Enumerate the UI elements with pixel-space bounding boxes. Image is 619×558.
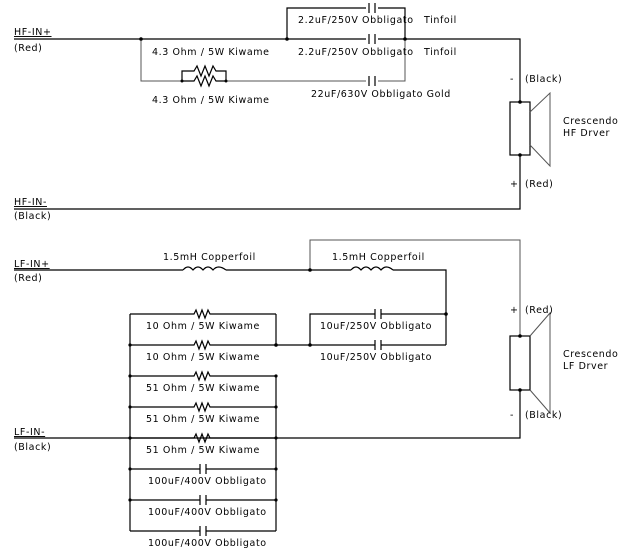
r1-r2-parallel-resistors	[181, 64, 227, 88]
lf-section: 10 Ohm / 5W Kiwame 10 Ohm / 5W Kiwame 51 O…	[14, 239, 618, 549]
junction-dot	[274, 405, 278, 409]
junction-dot	[274, 374, 278, 378]
lf-in-plus-color: (Red)	[14, 273, 42, 284]
c4-label: 10uF/250V Obbligato	[320, 321, 432, 332]
c5-label: 10uF/250V Obbligato	[320, 352, 432, 363]
c1-capacitor	[368, 3, 376, 13]
junction-dot	[444, 312, 448, 316]
hf-plus-wire	[14, 38, 521, 102]
junction-dot	[139, 37, 143, 41]
lf-driver-feed-wire	[309, 239, 521, 336]
lf-plus-sign: +	[510, 305, 519, 316]
hf-plus-note: (Red)	[525, 179, 553, 190]
junction-dot	[308, 268, 312, 272]
junction-dot	[274, 467, 278, 471]
hf-section: HF-IN+ (Red) HF-IN- (Black) 2.2uF/250V O…	[14, 3, 618, 222]
l1-inductor	[182, 266, 227, 271]
lf-driver-name: Crescendo	[563, 349, 618, 360]
junction-dot	[128, 498, 132, 502]
r4-label: 10 Ohm / 5W Kiwame	[146, 352, 260, 363]
r-branch-wire	[140, 39, 406, 82]
c7-capacitor: 100uF/400V Obbligato	[128, 495, 278, 518]
hf-driver-symbol	[509, 91, 551, 168]
junction-dot	[128, 374, 132, 378]
hf-minus-sign: -	[510, 74, 514, 85]
hf-minus-note: (Black)	[525, 74, 562, 85]
lf-minus-note: (Black)	[525, 410, 562, 421]
c5-capacitor	[374, 340, 382, 350]
lf-driver-type: LF Drver	[563, 361, 608, 372]
lf-plus-note: (Red)	[525, 305, 553, 316]
c4-c5-wire	[276, 313, 446, 346]
c1-note: Tinfoil	[423, 15, 457, 26]
hf-minus-wire	[14, 155, 521, 210]
junction-dot	[128, 405, 132, 409]
c7-label: 100uF/400V Obbligato	[148, 507, 267, 518]
c2-note: Tinfoil	[423, 47, 457, 58]
r7-label: 51 Ohm / 5W Kiwame	[146, 445, 260, 456]
c1-label: 2.2uF/250V Obbligato	[298, 15, 414, 26]
l1-label: 1.5mH Copperfoil	[163, 252, 256, 263]
lf-in-minus-label: LF-IN-	[14, 427, 45, 438]
r5-resistor: 51 Ohm / 5W Kiwame	[128, 370, 278, 394]
hf-driver-type: HF Drver	[563, 128, 610, 139]
c2-capacitor	[368, 34, 376, 44]
hf-in-plus-color: (Red)	[14, 43, 42, 54]
junction-dot	[308, 343, 312, 347]
r6-label: 51 Ohm / 5W Kiwame	[146, 414, 260, 425]
lf-in-minus-color: (Black)	[14, 442, 51, 453]
junction-dot	[224, 79, 228, 83]
hf-driver-name: Crescendo	[563, 116, 618, 127]
c6-capacitor: 100uF/400V Obbligato	[128, 464, 278, 487]
c3-capacitor	[368, 76, 376, 86]
junction-dot	[180, 79, 184, 83]
r7-resistor: 51 Ohm / 5W Kiwame	[128, 432, 278, 456]
c8-label: 100uF/400V Obbligato	[148, 538, 267, 549]
junction-dot	[285, 37, 289, 41]
c8-capacitor: 100uF/400V Obbligato	[130, 526, 276, 549]
hf-plus-sign: +	[510, 179, 519, 190]
c6-label: 100uF/400V Obbligato	[148, 476, 267, 487]
junction-dot	[274, 343, 278, 347]
l2-inductor	[350, 266, 394, 271]
lf-in-plus-label: LF-IN+	[14, 259, 50, 270]
junction-dot	[403, 37, 407, 41]
lf-minus-sign: -	[510, 410, 514, 421]
c1-wire	[286, 7, 406, 39]
hf-in-plus-label: HF-IN+	[14, 27, 52, 38]
r3-label: 10 Ohm / 5W Kiwame	[146, 321, 260, 332]
lf-minus-wire	[14, 390, 521, 439]
r4-resistor: 10 Ohm / 5W Kiwame	[128, 339, 278, 363]
c2-label: 2.2uF/250V Obbligato	[298, 47, 414, 58]
c3-label: 22uF/630V Obbligato Gold	[311, 89, 451, 100]
r6-resistor: 51 Ohm / 5W Kiwame	[128, 401, 278, 425]
hf-in-minus-label: HF-IN-	[14, 197, 47, 208]
junction-dot	[128, 467, 132, 471]
r1-label: 4.3 Ohm / 5W Kiwame	[152, 47, 270, 58]
r2-label: 4.3 Ohm / 5W Kiwame	[152, 95, 270, 106]
junction-dot	[274, 498, 278, 502]
hf-in-minus-color: (Black)	[14, 211, 51, 222]
r3-resistor: 10 Ohm / 5W Kiwame	[130, 308, 276, 332]
lf-driver-symbol	[509, 311, 551, 415]
junction-dot	[128, 343, 132, 347]
c4-capacitor	[374, 309, 382, 319]
l2-label: 1.5mH Copperfoil	[332, 252, 425, 263]
lf-plus-wire	[14, 269, 447, 345]
r5-label: 51 Ohm / 5W Kiwame	[146, 383, 260, 394]
